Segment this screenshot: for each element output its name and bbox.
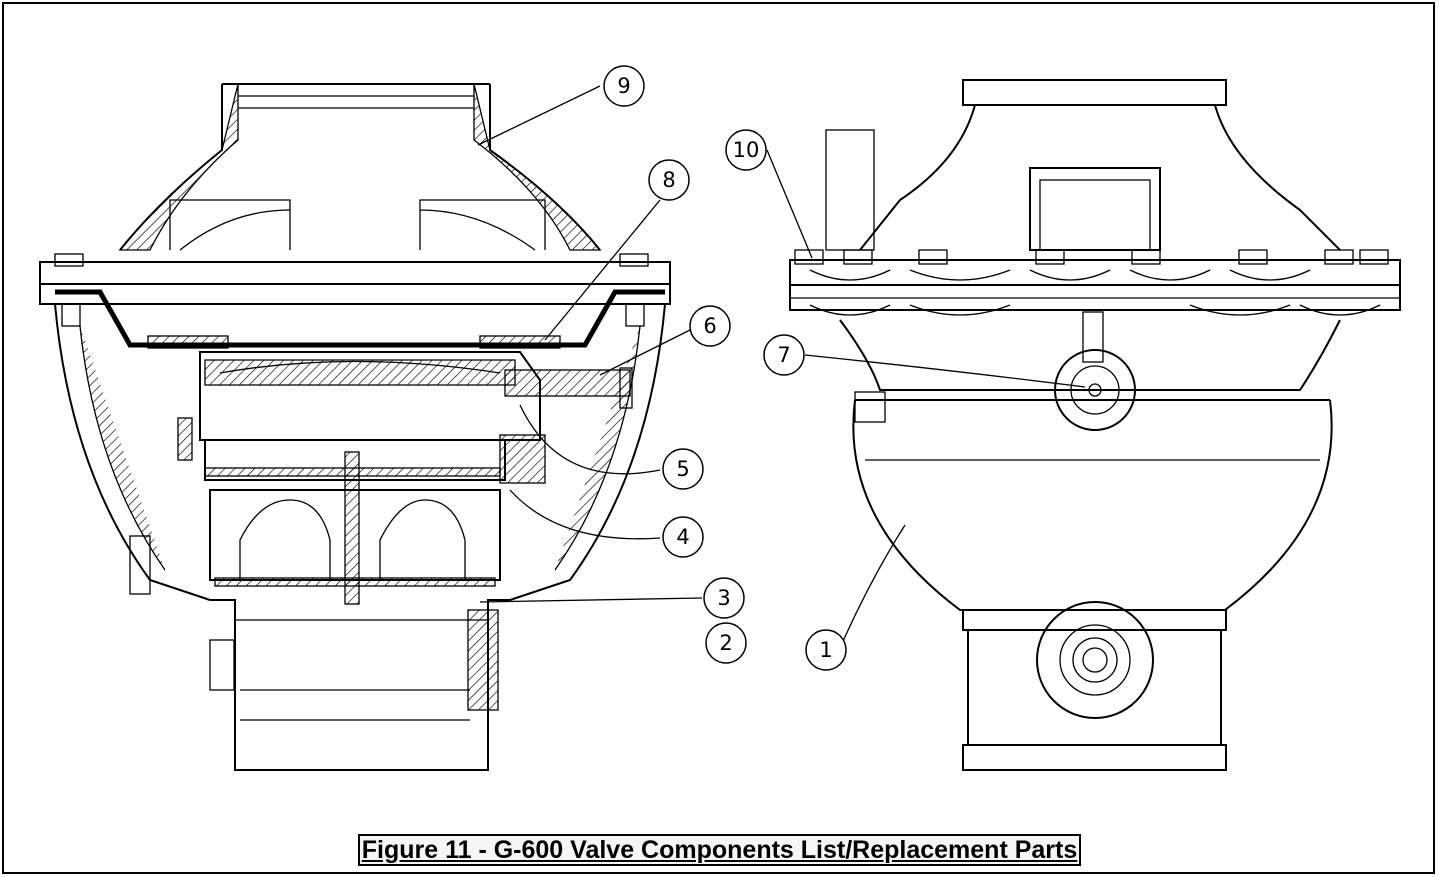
callout-9: 9 bbox=[603, 65, 645, 107]
svg-text:1: 1 bbox=[819, 638, 832, 662]
figure-caption: Figure 11 - G-600 Valve Components List/… bbox=[0, 834, 1439, 866]
svg-text:3: 3 bbox=[717, 586, 730, 610]
svg-text:2: 2 bbox=[719, 631, 732, 655]
callout-1: 1 bbox=[805, 629, 847, 671]
callout-6: 6 bbox=[689, 305, 731, 347]
leader-lines bbox=[477, 85, 1086, 649]
svg-text:5: 5 bbox=[676, 457, 689, 481]
svg-text:8: 8 bbox=[662, 168, 675, 192]
callout-4: 4 bbox=[662, 516, 704, 558]
svg-text:10: 10 bbox=[733, 138, 760, 162]
svg-text:7: 7 bbox=[777, 343, 790, 367]
callout-8: 8 bbox=[648, 159, 690, 201]
callout-2: 2 bbox=[705, 622, 747, 664]
svg-text:6: 6 bbox=[703, 314, 716, 338]
callout-5: 5 bbox=[662, 448, 704, 490]
callout-10: 10 bbox=[725, 129, 767, 171]
callout-7: 7 bbox=[763, 334, 805, 376]
figure-caption-text: Figure 11 - G-600 Valve Components List/… bbox=[357, 834, 1082, 866]
callout-3: 3 bbox=[703, 577, 745, 619]
section-view bbox=[39, 83, 671, 771]
exterior-view bbox=[789, 79, 1401, 771]
svg-text:4: 4 bbox=[676, 525, 689, 549]
svg-text:9: 9 bbox=[617, 74, 630, 98]
